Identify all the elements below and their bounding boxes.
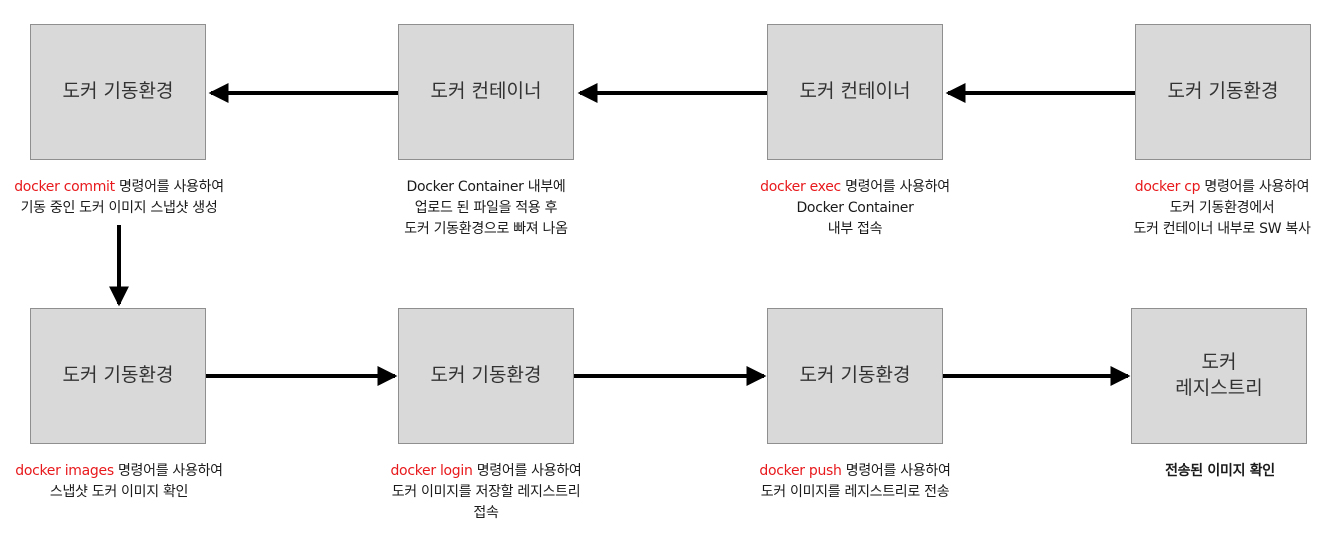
- command-docker-commit: docker commit: [14, 179, 115, 195]
- caption-docker-cp: docker cp 명령어를 사용하여 도커 기동환경에서 도커 컨테이너 내부…: [1104, 177, 1340, 240]
- caption-text: Docker Container: [796, 200, 914, 216]
- caption-text: 기동 중인 도커 이미지 스냅샷 생성: [20, 200, 218, 216]
- caption-text: 업로드 된 파일을 적용 후: [414, 200, 558, 216]
- caption-text: 명령어를 사용하여: [841, 463, 951, 479]
- caption-text: 전송된 이미지 확인: [1165, 463, 1275, 479]
- caption-docker-exec: docker exec 명령어를 사용하여 Docker Container 내…: [737, 177, 973, 240]
- caption-text: 스냅샷 도커 이미지 확인: [49, 484, 189, 500]
- caption-text: 명령어를 사용하여: [472, 463, 582, 479]
- caption-text: 명령어를 사용하여: [840, 179, 950, 195]
- caption-text: 접속: [473, 505, 499, 521]
- caption-text: 내부 접속: [827, 221, 883, 237]
- box-docker-env-start: 도커 기동환경: [1135, 24, 1311, 160]
- box-docker-container-exit: 도커 컨테이너: [398, 24, 574, 160]
- command-docker-images: docker images: [15, 463, 114, 479]
- caption-container-upload: Docker Container 내부에 업로드 된 파일을 적용 후 도커 기…: [368, 177, 604, 240]
- box-docker-env-login: 도커 기동환경: [398, 308, 574, 444]
- box-docker-env-push: 도커 기동환경: [767, 308, 943, 444]
- command-docker-cp: docker cp: [1134, 179, 1201, 195]
- caption-text: 도커 기동환경에서: [1169, 200, 1275, 216]
- caption-text: 명령어를 사용하여: [1200, 179, 1310, 195]
- command-docker-exec: docker exec: [760, 179, 841, 195]
- caption-docker-commit: docker commit 명령어를 사용하여 기동 중인 도커 이미지 스냅샷…: [0, 177, 238, 219]
- caption-text: 도커 이미지를 레지스트리로 전송: [760, 484, 950, 500]
- caption-text: 명령어를 사용하여: [113, 463, 223, 479]
- box-docker-env-commit: 도커 기동환경: [30, 24, 206, 160]
- caption-text: Docker Container 내부에: [406, 179, 566, 195]
- box-docker-container-exec: 도커 컨테이너: [767, 24, 943, 160]
- caption-text: 명령어를 사용하여: [114, 179, 224, 195]
- caption-docker-login: docker login 명령어를 사용하여 도커 이미지를 저장할 레지스트리…: [368, 461, 604, 524]
- command-docker-push: docker push: [759, 463, 842, 479]
- caption-text: 도커 컨테이너 내부로 SW 복사: [1133, 221, 1311, 237]
- caption-text: 도커 이미지를 저장할 레지스트리: [391, 484, 581, 500]
- caption-docker-push: docker push 명령어를 사용하여 도커 이미지를 레지스트리로 전송: [737, 461, 973, 503]
- box-docker-env-images: 도커 기동환경: [30, 308, 206, 444]
- caption-text: 도커 기동환경으로 빠져 나옴: [404, 221, 568, 237]
- caption-verify-image: 전송된 이미지 확인: [1102, 461, 1338, 482]
- caption-docker-images: docker images 명령어를 사용하여 스냅샷 도커 이미지 확인: [0, 461, 238, 503]
- box-docker-registry: 도커 레지스트리: [1131, 308, 1307, 444]
- command-docker-login: docker login: [390, 463, 473, 479]
